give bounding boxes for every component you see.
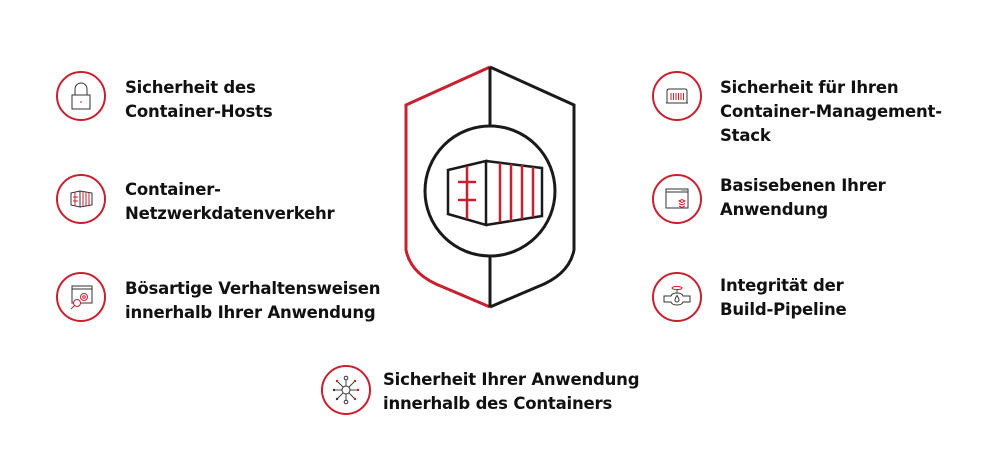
pipeline-valve-icon: [652, 272, 702, 322]
shield-container-icon: [404, 65, 576, 309]
network-hub-icon: [321, 365, 371, 415]
container-network-icon: [56, 174, 106, 224]
item-label: Container-Netzwerkdatenverkehr: [125, 180, 335, 223]
window-layers-icon: [652, 174, 702, 224]
window-magnifier-gear-icon: [56, 272, 106, 322]
padlock-icon: [56, 71, 106, 121]
container-stack-icon: [652, 71, 702, 121]
